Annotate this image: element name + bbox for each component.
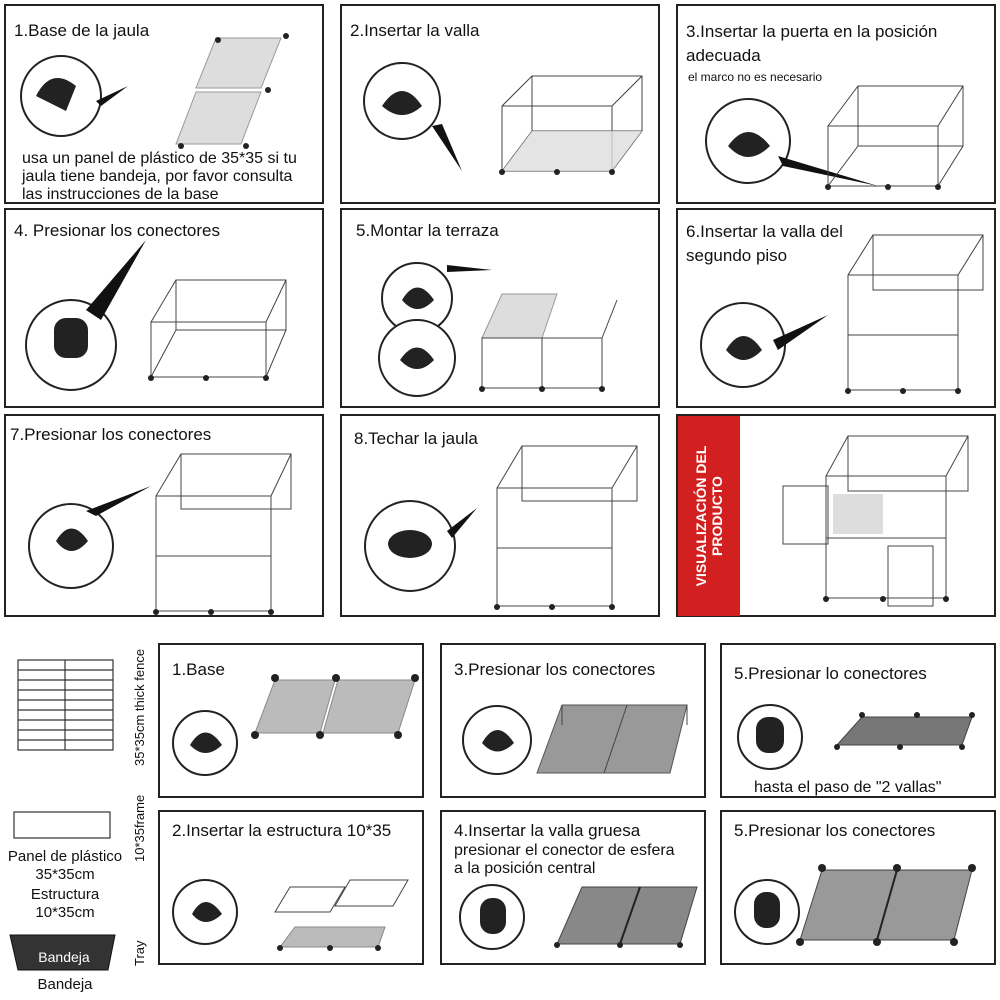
legend-tray-label: Bandeja [37,976,93,993]
step-2-panel: 2.Insertar la valla [340,4,660,204]
step-5-illustration [378,262,618,397]
step-2-illustration [363,62,643,175]
step-6-panel: 6.Insertar la valla del segundo piso [676,208,996,408]
step-7-illustration [28,453,292,615]
legend-illustrations [9,659,116,971]
bottom-step-5a-panel: 5.Presionar lo conectores hasta el paso … [720,643,996,798]
fence-icon [17,659,114,751]
step-1-panel: 1.Base de la jaula usa un panel de plást… [4,4,324,204]
step-1-illustration [20,33,289,149]
step-3-title: 3.Insertar la puerta en la posición adec… [686,22,938,65]
step-8-illustration [364,445,638,610]
bottom-step-5a-illustration [737,704,975,770]
side-label-frame: 10*35frame [132,794,147,862]
bottom-step-2-illustration [172,879,409,951]
bottom-step-5b-illustration [734,864,976,946]
bottom-step-3-title: 3.Presionar los conectores [454,660,656,679]
bottom-step-1-title: 1.Base [172,660,225,679]
step-5-panel: 5.Montar la terraza [340,208,660,408]
bottom-step-1-illustration [172,674,419,776]
bottom-step-5b-title: 5.Presionar los conectores [734,821,936,840]
bottom-step-4-note-2: a la posición central [454,860,596,877]
product-banner [678,416,740,616]
step-3-illustration [705,85,964,190]
legend-tray-inner: Bandeja [38,949,90,965]
bottom-step-5a-title: 5.Presionar lo conectores [734,664,927,683]
step-1-title: 1.Base de la jaula [14,21,150,40]
step-2-title: 2.Insertar la valla [350,21,480,40]
side-label-tray: Tray [132,940,147,966]
bottom-step-5b-panel: 5.Presionar los conectores [720,810,996,965]
step-4-illustration [25,240,287,391]
step-5-title: 5.Montar la terraza [356,221,499,240]
step-7-title: 7.Presionar los conectores [10,425,212,444]
step-3-panel: 3.Insertar la puerta en la posición adec… [676,4,996,204]
step-1-note: usa un panel de plástico de 35*35 si tu … [22,150,297,203]
step-6-illustration [700,234,984,394]
side-label-fence: 35*35cm thick fence [132,648,147,766]
bottom-step-2-panel: 2.Insertar la estructura 10*35 [158,810,424,965]
bottom-step-4-note-1: presionar el conector de esfera [454,842,675,859]
step-7-panel: 7.Presionar los conectores [4,414,324,617]
step-4-title: 4. Presionar los conectores [14,221,220,240]
step-8-panel: 8.Techar la jaula [340,414,660,617]
product-banner-label: VISUALIZACIÓN DEL PRODUCTO [693,445,725,587]
bottom-step-4-illustration [459,884,698,950]
tray-icon [9,934,116,971]
bottom-step-4-title: 4.Insertar la valla gruesa [454,821,641,840]
step-6-title: 6.Insertar la valla del segundo piso [686,222,843,265]
legend-plastic: Panel de plástico 35*35cm [7,848,123,883]
legend-structure: Estructura 10*35cm [30,886,100,921]
bottom-step-4-panel: 4.Insertar la valla gruesa presionar el … [440,810,706,965]
product-banner-text: VISUALIZACIÓN DEL PRODUCTO [678,416,740,616]
step-4-panel: 4. Presionar los conectores [4,208,324,408]
bottom-step-5a-note: hasta el paso de "2 vallas" [754,779,942,796]
step-3-note: el marco no es necesario [688,70,823,84]
step-8-title: 8.Techar la jaula [354,429,478,448]
bottom-step-3-illustration [462,704,688,775]
frame-icon [13,811,111,839]
bottom-step-1-panel: 1.Base [158,643,424,798]
product-illustration [782,435,969,607]
bottom-step-2-title: 2.Insertar la estructura 10*35 [172,821,392,840]
bottom-step-3-panel: 3.Presionar los conectores [440,643,706,798]
